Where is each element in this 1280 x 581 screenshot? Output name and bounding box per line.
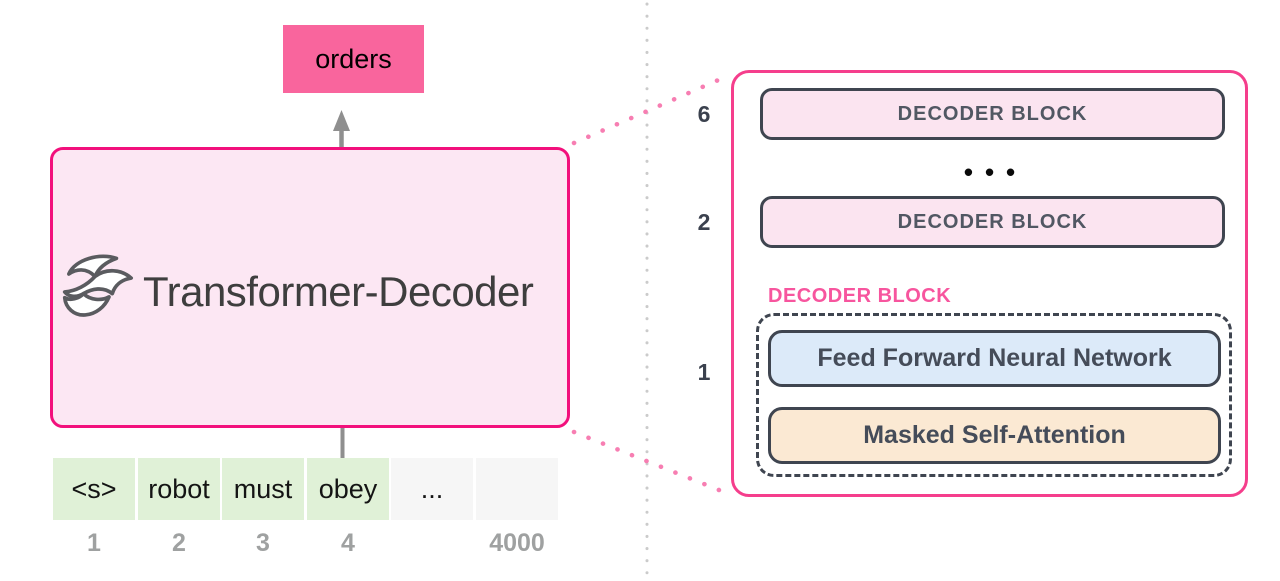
stack-ellipsis-dots: •••: [963, 157, 1028, 187]
output-token-box: orders: [283, 25, 424, 93]
layer-index-6: 6: [697, 101, 711, 127]
decoder-stack-panel: DECODER BLOCK ••• DECODER BLOCK DECODER …: [731, 70, 1248, 497]
input-token-cell: must: [222, 458, 304, 520]
token-position-label: 3: [256, 529, 270, 557]
transformer-decoder-box: Transformer-Decoder: [50, 147, 570, 428]
expanded-decoder-block: Feed Forward Neural Network Masked Self-…: [756, 313, 1232, 477]
decoder-block-second: DECODER BLOCK: [760, 196, 1225, 248]
input-token-cell: obey: [307, 458, 389, 520]
token-position-label: 1: [87, 529, 101, 557]
decoder-block-top: DECODER BLOCK: [760, 88, 1225, 140]
token-position-label: 2: [172, 529, 186, 557]
input-token-cell: <s>: [53, 458, 135, 520]
token-position-label: 4000: [489, 529, 545, 557]
masked-self-attention-layer: Masked Self-Attention: [768, 407, 1221, 464]
expanded-decoder-block-label: DECODER BLOCK: [768, 285, 952, 307]
transformer-logo-icon: [59, 251, 141, 333]
output-token-label: orders: [315, 43, 392, 74]
input-token-cell-empty: [476, 458, 558, 520]
input-token-cell: robot: [138, 458, 220, 520]
feed-forward-layer: Feed Forward Neural Network: [768, 330, 1221, 387]
layer-index-1: 1: [697, 359, 711, 385]
model-brand: Transformer-Decoder: [59, 251, 534, 333]
input-token-cell-ellipsis: ...: [391, 458, 473, 520]
model-title: Transformer-Decoder: [143, 268, 534, 315]
token-position-label: 4: [341, 529, 355, 557]
zoom-guide-bottom-dotted-line: [571, 429, 727, 495]
layer-index-2: 2: [697, 209, 711, 235]
output-arrow-head: [333, 110, 350, 131]
